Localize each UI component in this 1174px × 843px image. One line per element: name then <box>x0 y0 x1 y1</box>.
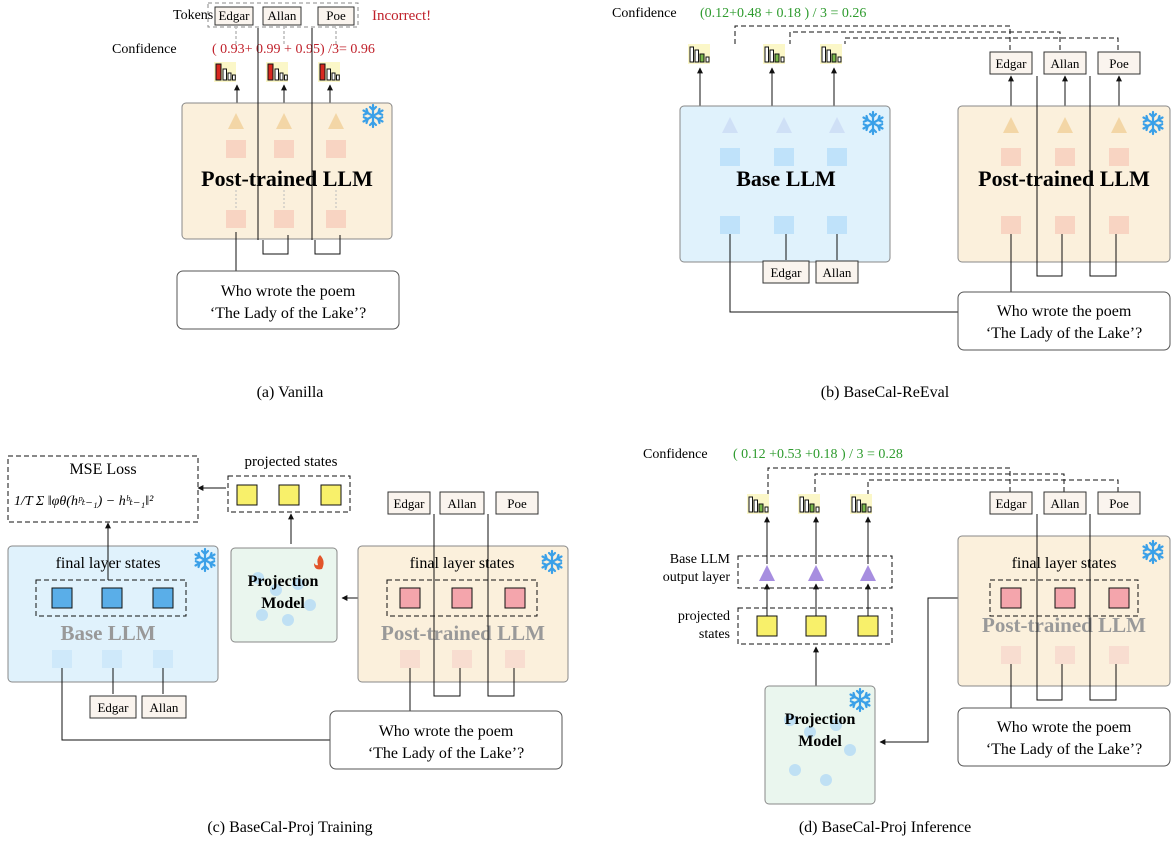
svg-text:Poe: Poe <box>1109 496 1129 511</box>
llm-label: Post-trained LLM <box>201 166 373 191</box>
svg-text:Model: Model <box>261 595 305 612</box>
svg-text:Edgar: Edgar <box>97 700 129 715</box>
token-box-allan <box>439 491 485 515</box>
token-box-poe <box>495 491 539 515</box>
projected-states-box <box>737 607 893 645</box>
prob-bars-1 <box>746 493 770 515</box>
prob-bars-3 <box>849 493 873 515</box>
svg-text:output layer: output layer <box>663 570 731 585</box>
token-allan: Allan <box>268 8 297 23</box>
question-line2: ‘The Lady of the Lake’? <box>210 305 366 322</box>
fire-icon <box>314 555 324 570</box>
svg-text:‘The Lady of the Lake’?: ‘The Lady of the Lake’? <box>986 325 1142 342</box>
question-box <box>957 707 1171 767</box>
svg-text:Allan: Allan <box>448 496 477 511</box>
svg-text:Projection: Projection <box>785 711 856 728</box>
prob-bars-2 <box>762 43 786 65</box>
projected-states-label: projected states <box>245 454 338 470</box>
token-poe: Poe <box>326 8 346 23</box>
confidence-expression: (0.12+0.48 + 0.18 ) / 3 = 0.26 <box>700 6 866 21</box>
token-box-allan <box>1043 491 1087 515</box>
prob-bars-2 <box>797 493 821 515</box>
token-box-edgar <box>214 6 254 26</box>
token-box-poe <box>1097 51 1141 75</box>
question-line1: Who wrote the poem <box>221 283 356 300</box>
svg-text:Edgar: Edgar <box>995 496 1027 511</box>
panel-b: Confidence (0.12+0.48 + 0.18 ) / 3 = 0.2… <box>612 6 1171 401</box>
svg-text:Allan: Allan <box>823 265 852 280</box>
token-box-poe <box>317 6 355 26</box>
svg-text:Base LLM: Base LLM <box>670 552 731 567</box>
prob-bars-1 <box>687 43 711 65</box>
svg-text:Allan: Allan <box>1051 496 1080 511</box>
base-output-layer-box <box>737 555 893 589</box>
question-box <box>329 710 563 770</box>
incorrect-label: Incorrect! <box>372 8 431 24</box>
svg-text:projected: projected <box>678 609 730 624</box>
tokens-dashed-box <box>207 2 359 28</box>
svg-text:Edgar: Edgar <box>770 265 802 280</box>
panel-a: Tokens Edgar Allan Poe Incorrect! Confid… <box>112 2 431 401</box>
svg-text:Edgar: Edgar <box>995 56 1027 71</box>
confidence-label: Confidence <box>112 42 177 57</box>
svg-text:Who wrote the poem: Who wrote the poem <box>379 723 514 740</box>
base-input-allan <box>815 260 859 284</box>
token-box-allan <box>262 6 302 26</box>
panel-d: Confidence ( 0.12 +0.53 +0.18 ) / 3 = 0.… <box>643 447 1171 836</box>
token-edgar: Edgar <box>218 8 250 23</box>
base-input-edgar <box>762 260 810 284</box>
post-trained-llm-box <box>181 102 393 240</box>
prob-bars-1 <box>213 61 237 83</box>
token-box-poe <box>1097 491 1141 515</box>
token-box-edgar <box>989 491 1033 515</box>
token-box-edgar <box>387 491 431 515</box>
prob-bars-3 <box>317 61 341 83</box>
base-llm-label: Base LLM <box>60 621 155 645</box>
svg-text:states: states <box>699 627 730 642</box>
caption-a: (a) Vanilla <box>257 384 324 401</box>
post-llm-label: Post-trained LLM <box>381 621 545 645</box>
post-llm-label: Post-trained LLM <box>982 613 1146 637</box>
svg-text:Edgar: Edgar <box>393 496 425 511</box>
question-box <box>957 291 1171 351</box>
confidence-label: Confidence <box>643 447 708 462</box>
mse-loss-box <box>7 455 199 523</box>
mse-title: MSE Loss <box>69 461 136 478</box>
base-llm-label: Base LLM <box>736 166 836 191</box>
confidence-expression: ( 0.12 +0.53 +0.18 ) / 3 = 0.28 <box>733 447 903 462</box>
prob-bars-3 <box>819 43 843 65</box>
svg-text:Poe: Poe <box>507 496 527 511</box>
question-box <box>176 270 400 330</box>
svg-text:Allan: Allan <box>1051 56 1080 71</box>
svg-text:Model: Model <box>798 733 842 750</box>
confidence-label: Confidence <box>612 6 677 21</box>
token-box-edgar <box>989 51 1033 75</box>
base-input-edgar <box>89 695 137 719</box>
svg-text:Who wrote the poem: Who wrote the poem <box>997 303 1132 320</box>
final-layer-states-label: final layer states <box>1012 555 1117 572</box>
final-layer-states-label: final layer states <box>410 555 515 572</box>
post-llm-label: Post-trained LLM <box>978 166 1150 191</box>
mse-formula: 1/T Σ ‖φθ(hᵖₜ₋₁) − hᵇₜ₋₁‖² <box>14 494 154 509</box>
caption-c: (c) BaseCal-Proj Training <box>207 819 372 836</box>
panel-c: MSE Loss 1/T Σ ‖φθ(hᵖₜ₋₁) − hᵇₜ₋₁‖² proj… <box>7 454 569 836</box>
svg-text:Allan: Allan <box>150 700 179 715</box>
token-box-allan <box>1043 51 1087 75</box>
svg-text:Projection: Projection <box>248 573 319 590</box>
base-input-allan <box>141 695 187 719</box>
caption-b: (b) BaseCal-ReEval <box>821 384 950 401</box>
svg-text:‘The Lady of the Lake’?: ‘The Lady of the Lake’? <box>368 745 524 762</box>
caption-d: (d) BaseCal-Proj Inference <box>799 819 971 836</box>
prob-bars-2 <box>265 61 289 83</box>
svg-text:‘The Lady of the Lake’?: ‘The Lady of the Lake’? <box>986 741 1142 758</box>
svg-text:Poe: Poe <box>1109 56 1129 71</box>
confidence-expression: ( 0.93+ 0.99 + 0.95) /3= 0.96 <box>212 42 375 57</box>
tokens-label: Tokens <box>173 8 213 23</box>
svg-text:Who wrote the poem: Who wrote the poem <box>997 719 1132 736</box>
